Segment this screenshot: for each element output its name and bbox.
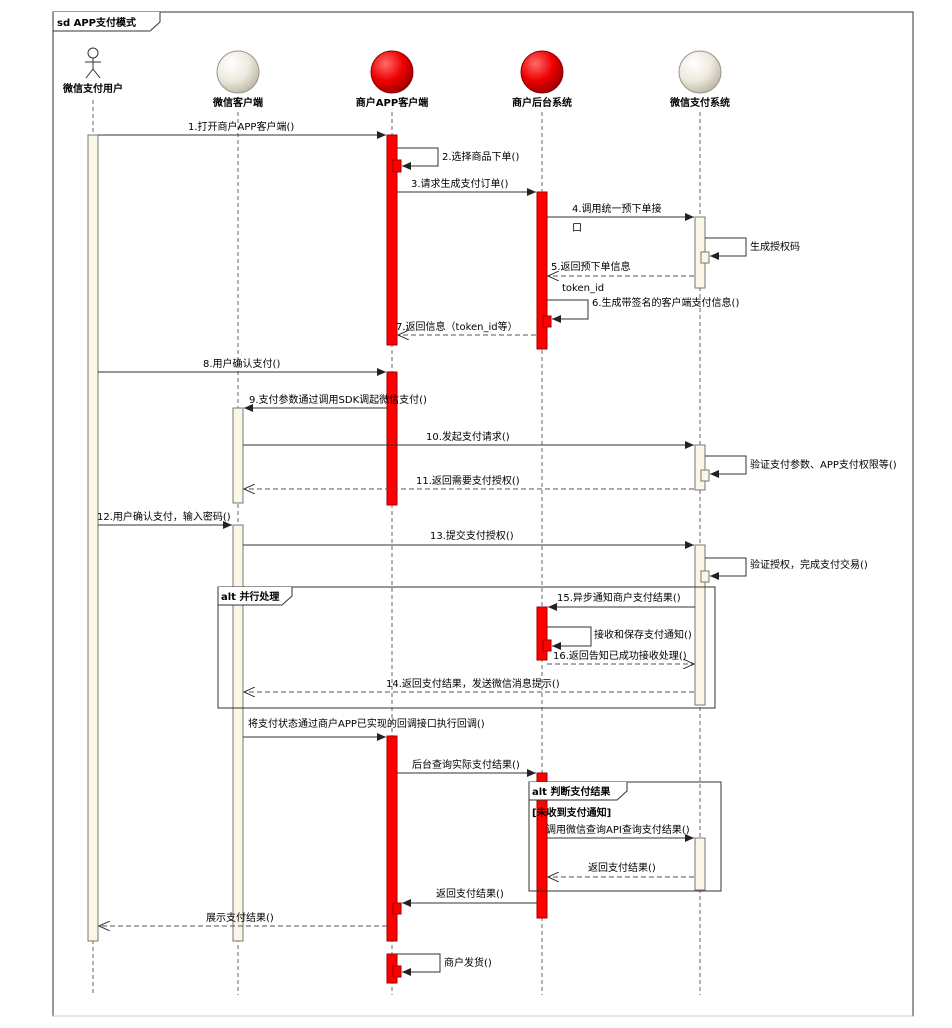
message-label: 2.选择商品下单() [442,150,519,163]
message-label: 返回支付结果() [436,887,504,900]
message-arrow [547,299,589,323]
activation-bar [392,965,402,978]
entity-icon [520,50,564,94]
activation-bar [694,837,706,891]
diagram-title: sd APP支付模式 [57,16,136,29]
activation-bar [87,134,99,942]
participant-wechat-client: 微信客户端 [212,50,263,109]
message-label: 将支付状态通过商户APP已实现的回调接口执行回调() [248,717,485,730]
message-label: 调用微信查询API查询支付结果() [546,823,690,836]
message-arrow [705,237,747,260]
message-label: 14.返回支付结果，发送微信消息提示() [386,677,560,690]
message-label: 9.支付参数通过调用SDK调起微信支付() [249,393,427,406]
message-label: 后台查询实际支付结果() [412,758,520,771]
activation-bar [700,469,710,482]
message-label: 13.提交支付授权() [430,529,514,542]
activation-bar [386,371,398,506]
participant-merchant-backend: 商户后台系统 [512,50,572,109]
message-arrow [547,626,592,650]
message-label: 8.用户确认支付() [203,357,280,370]
message-label: 6.生成带签名的客户端支付信息() [592,296,739,309]
activation-bar [392,159,402,173]
activation-bar [694,444,706,491]
fragment-label: alt 判断支付结果 [532,785,611,798]
activation-bar [386,735,398,942]
message-label: 验证授权，完成支付交易() [750,558,868,571]
actor-icon [85,47,101,79]
participant-label: 微信支付系统 [669,96,730,109]
entity-icon [678,50,722,94]
participant-label: 商户后台系统 [512,96,572,109]
message-label: 1.打开商户APP客户端() [188,120,294,133]
activation-bar [232,407,244,504]
fragment-parallel: alt 并行处理 [217,586,716,709]
activation-bar [386,134,398,346]
activation-bar [700,570,710,583]
message-label: token_id [562,283,604,294]
message-label: 返回支付结果() [588,861,656,874]
activation-bar [536,606,548,661]
entity-icon [370,50,414,94]
participant-wechat-pay-system: 微信支付系统 [669,50,730,109]
message-label: 生成授权码 [750,240,800,253]
fragment-check-result: alt 判断支付结果 [未收到支付通知] [528,781,722,892]
fragment-label: alt 并行处理 [221,590,279,603]
message-label: 12.用户确认支付，输入密码() [97,510,231,523]
participant-user: 微信支付用户 [62,47,123,95]
activation-bar [700,251,710,264]
activation-bar [536,772,548,919]
message-label: 10.发起支付请求() [426,430,510,443]
message-label: 接收和保存支付通知() [594,628,692,641]
message-arrow [397,147,439,170]
message-label: 16.返回告知已成功接收处理() [553,649,687,662]
message-label: 5.返回预下单信息 [551,260,631,273]
activation-bar [542,639,552,652]
message-label: 商户发货() [444,956,492,969]
message-label: 4.调用统一预下单接 [572,202,662,215]
message-label: 15.异步通知商户支付结果() [557,591,681,604]
message-label: 口 [572,223,582,234]
entity-icon [216,50,260,94]
message-arrow [705,455,747,478]
message-arrow [397,953,441,976]
message-arrow [705,557,747,580]
activation-bar [542,315,552,328]
activation-bar [694,544,706,706]
participant-label: 微信支付用户 [62,82,123,95]
participant-label: 商户APP客户端 [356,96,428,109]
diagram-title-tab [52,12,161,32]
message-label: 11.返回需要支付授权() [416,474,520,487]
activation-bar [392,902,402,915]
fragment-guard: [未收到支付通知] [532,806,611,819]
message-label: 展示支付结果() [206,911,274,924]
participant-label: 微信客户端 [212,96,263,109]
message-label: 验证支付参数、APP支付权限等() [750,458,897,471]
activation-bar [536,191,548,350]
message-label: 3.请求生成支付订单() [411,177,508,190]
message-label: 7.返回信息（token_id等） [396,320,518,333]
participant-merchant-app: 商户APP客户端 [356,50,428,109]
activation-bar [232,524,244,942]
